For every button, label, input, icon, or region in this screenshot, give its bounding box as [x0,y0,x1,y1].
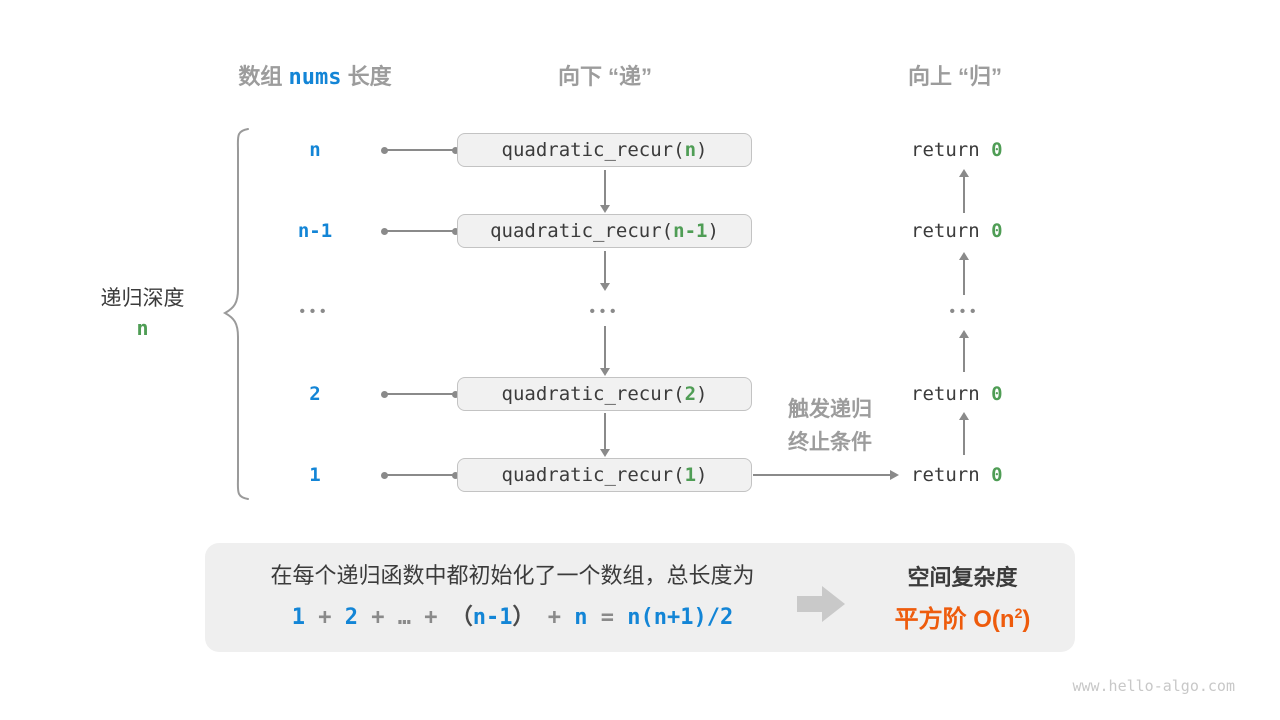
terminate-line2: 终止条件 [788,431,872,454]
formula-term: n [574,605,588,630]
connector-line [381,227,459,235]
block-arrow-icon [797,584,845,624]
header-recurse-down: 向下 “递” [557,64,653,89]
call-post: ) [696,464,708,486]
call-arg: 1 [684,464,697,486]
header-array-post: 长度 [347,64,392,89]
formula-op: + [318,605,332,630]
size-label-n-1: n-1 [297,220,333,242]
return-ellipsis: ••• [949,303,981,320]
summary-panel: 在每个递归函数中都初始化了一个数组，总长度为 1 + 2 + … + （n-1）… [205,543,1075,652]
formula-term: 2 [344,605,358,630]
call-post: ) [707,220,719,242]
arrow-down-icon [600,251,610,291]
call-post: ) [696,383,708,405]
formula-paren: ） [512,604,535,629]
call-pre: quadratic_recur( [501,139,685,161]
formula-dots: … [397,605,411,630]
call-pre: quadratic_recur( [501,464,685,486]
watermark: www.hello-algo.com [1072,677,1235,695]
formula-paren: （ [450,604,473,629]
return-statement: return 0 [911,138,1071,162]
call-arg: n-1 [673,220,708,242]
call-ellipsis: ••• [589,303,621,320]
arrow-up-icon [959,330,969,372]
arrow-down-icon [600,413,610,457]
formula-op: + [424,605,438,630]
terminate-condition-label: 触发递归 终止条件 [766,393,894,459]
call-arg: 2 [684,383,697,405]
big-o-notation: O(n2) [973,605,1031,633]
arrow-down-icon [600,170,610,213]
space-complexity-value: 平方阶 O(n2) [855,599,1070,634]
call-box-1: quadratic_recur(1) [457,458,752,492]
return-statement: return 0 [911,463,1071,487]
connector-line [381,471,459,479]
return-value: 0 [991,383,1003,405]
connector-line [381,390,459,398]
return-keyword: return [911,139,992,161]
call-pre: quadratic_recur( [490,220,674,242]
space-complexity-title: 空间复杂度 [907,565,1018,590]
return-value: 0 [991,464,1003,486]
size-label-2: 2 [309,383,321,405]
call-arg: n [684,139,697,161]
return-statement: return 0 [911,219,1071,243]
return-statement: return 0 [911,382,1071,406]
header-return-up: 向上 “归” [907,64,1003,89]
formula-result: n(n+1)/2 [627,605,734,630]
formula-term: 1 [291,605,305,630]
curly-brace-icon [222,128,249,500]
depth-brace [222,127,252,501]
total-length-formula: 1 + 2 + … + （n-1） + n = n(n+1)/2 [230,599,795,631]
call-pre: quadratic_recur( [501,383,685,405]
size-ellipsis: ••• [299,303,331,320]
depth-label: 递归深度 [100,287,185,310]
return-keyword: return [911,220,992,242]
formula-op: + [371,605,385,630]
call-box-n: quadratic_recur(n) [457,133,752,167]
connector-line [381,146,459,154]
arrow-down-icon [600,326,610,376]
return-keyword: return [911,464,992,486]
return-value: 0 [991,220,1003,242]
summary-text: 在每个递归函数中都初始化了一个数组，总长度为 [270,563,755,588]
return-keyword: return [911,383,992,405]
header-array-code: nums [288,65,342,90]
formula-op: + [547,605,562,630]
formula-op: = [600,605,615,630]
size-label-1: 1 [309,464,321,486]
order-label: 平方阶 [894,606,967,633]
call-box-n-1: quadratic_recur(n-1) [457,214,752,248]
arrow-up-icon [959,169,969,213]
header-array-length: 数组 nums 长度 [205,59,425,91]
arrow-right-icon [753,469,899,480]
return-value: 0 [991,139,1003,161]
call-post: ) [696,139,708,161]
arrow-up-icon [959,412,969,455]
formula-term: n-1 [472,605,513,630]
call-box-2: quadratic_recur(2) [457,377,752,411]
size-label-n: n [309,139,321,161]
header-array-pre: 数组 [238,64,283,89]
depth-value: n [136,316,149,340]
terminate-line1: 触发递归 [788,398,872,421]
arrow-up-icon [959,252,969,295]
